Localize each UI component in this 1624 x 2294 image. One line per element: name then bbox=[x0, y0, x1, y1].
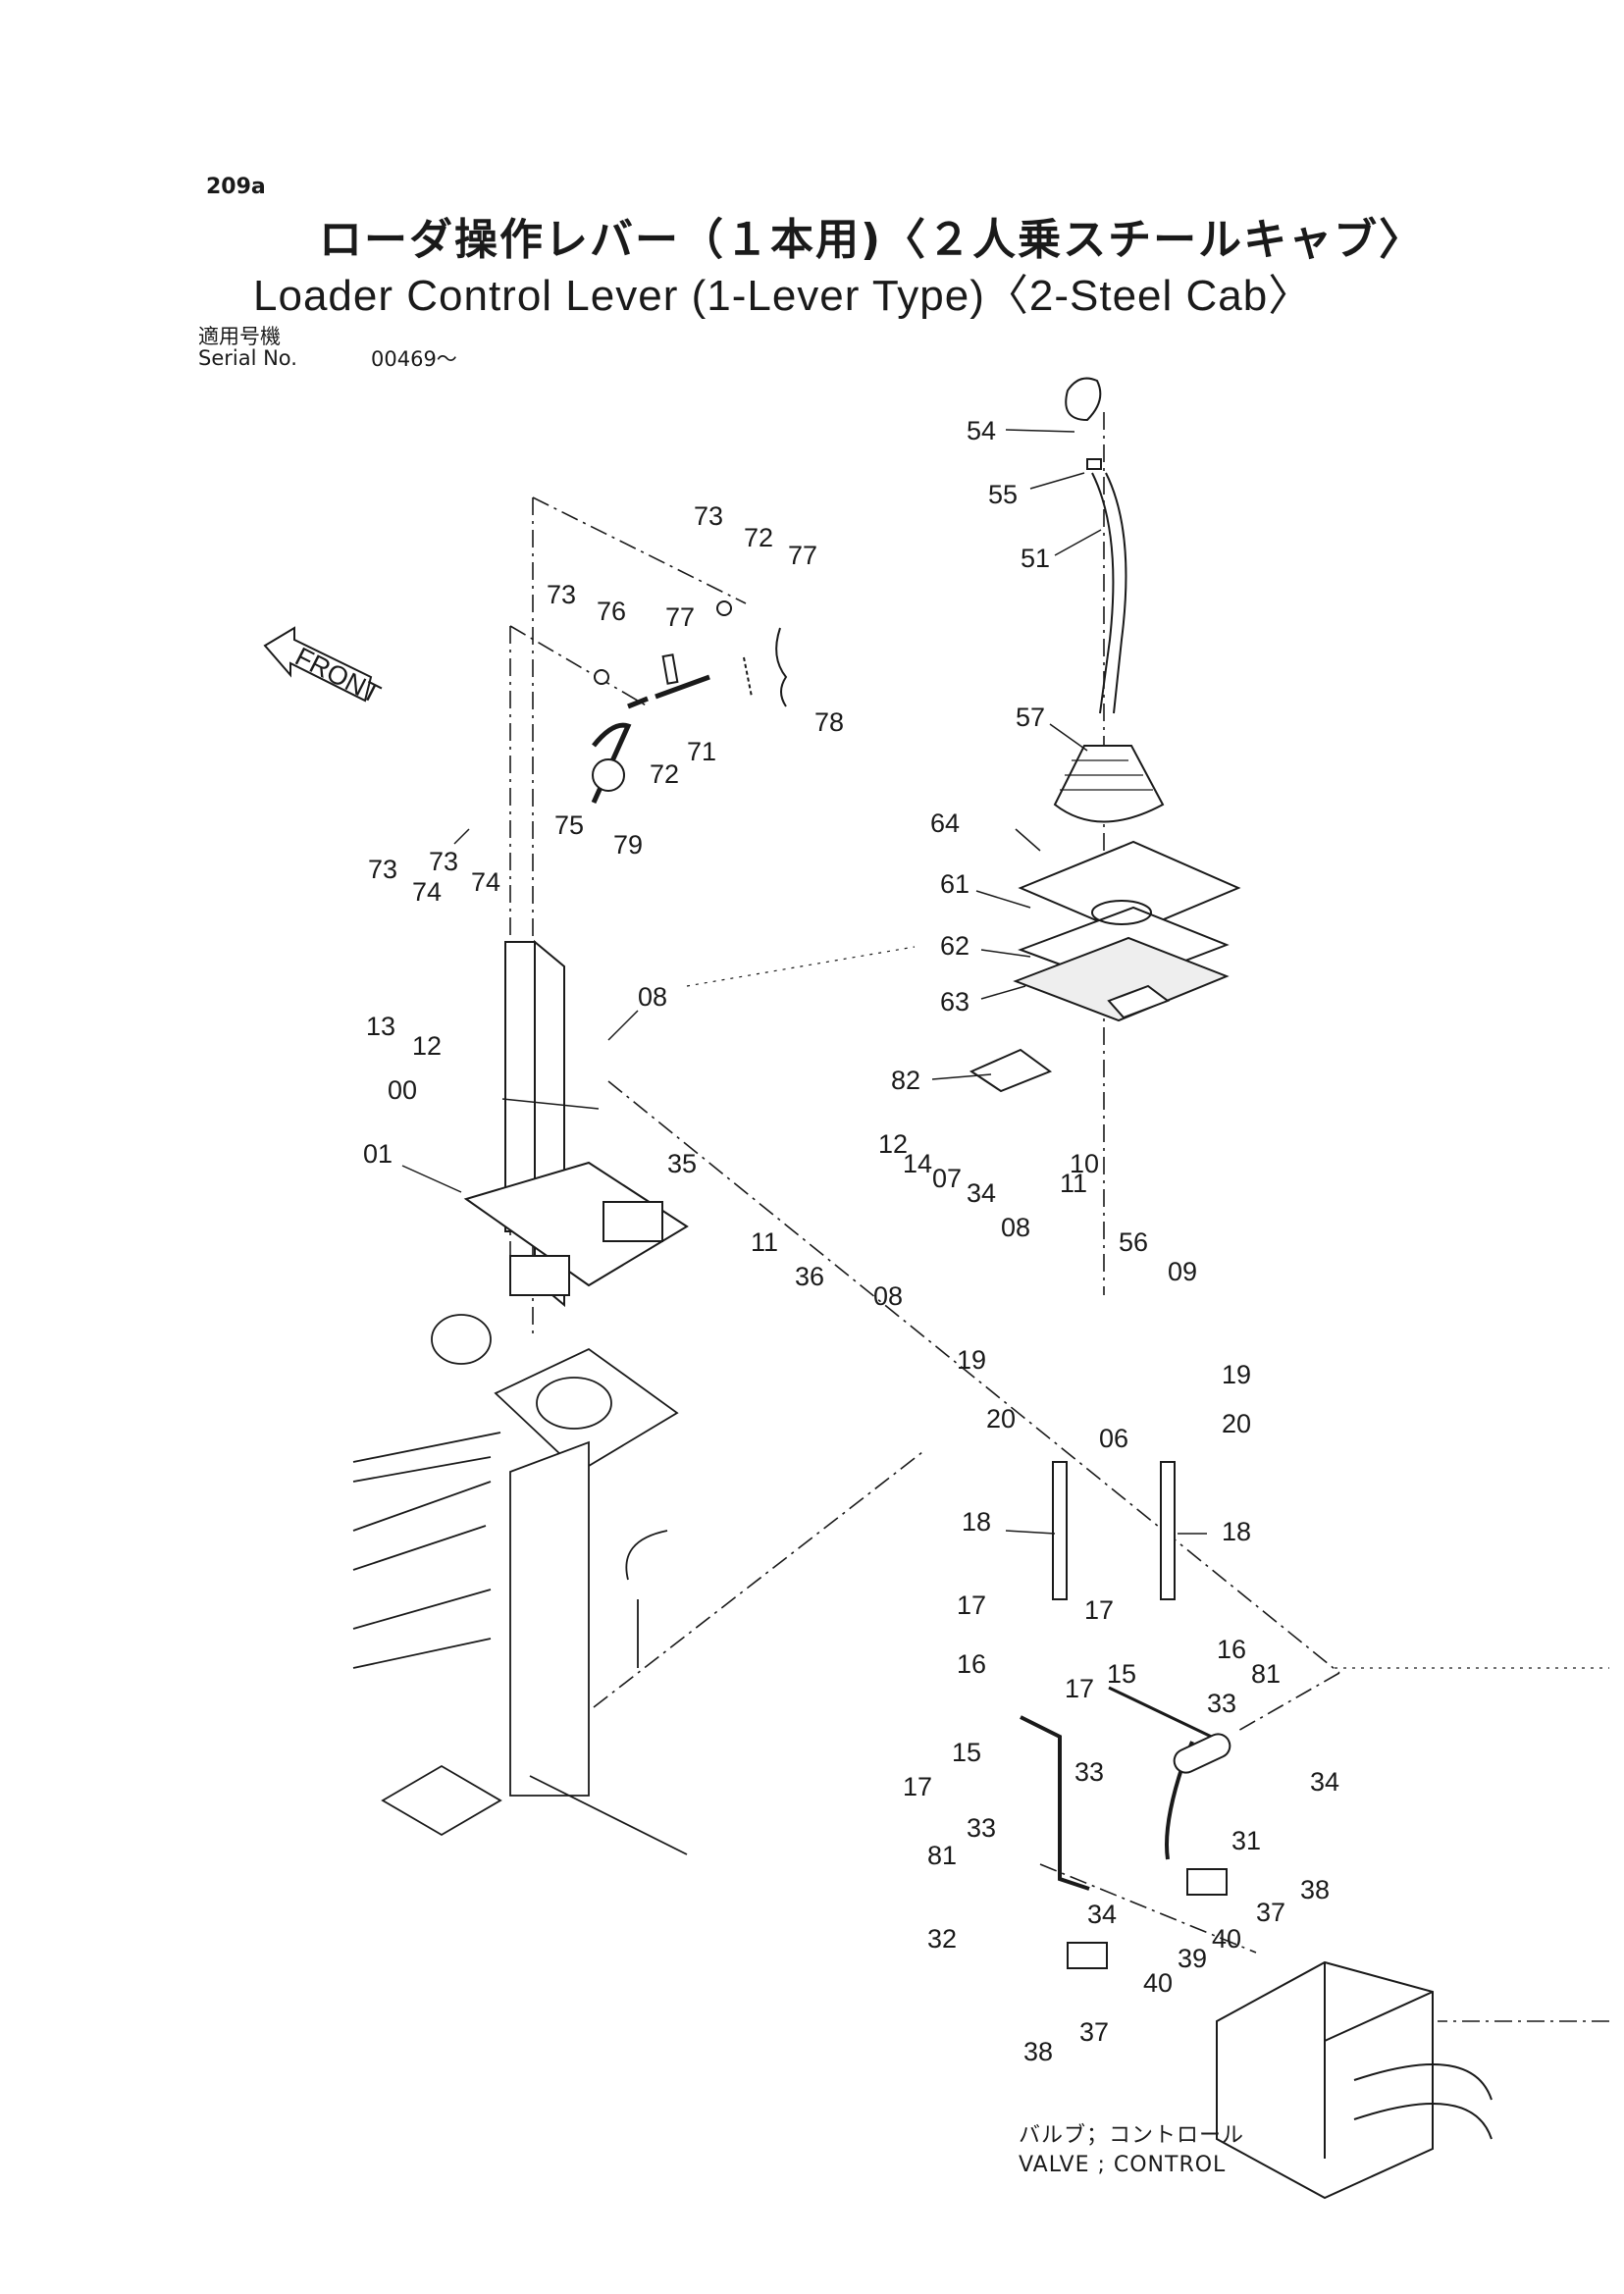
callout-61: 61 bbox=[940, 869, 969, 899]
callout-37: 37 bbox=[1256, 1898, 1285, 1927]
callout-73: 73 bbox=[694, 501, 723, 531]
callout-73b: 73 bbox=[547, 580, 576, 609]
callout-79: 79 bbox=[613, 830, 643, 860]
callout-77b: 77 bbox=[665, 602, 695, 632]
callout-09: 09 bbox=[1168, 1257, 1197, 1286]
callout-07: 07 bbox=[932, 1164, 962, 1193]
callout-06: 06 bbox=[1099, 1424, 1128, 1453]
callout-36: 36 bbox=[795, 1262, 824, 1291]
callout-00: 00 bbox=[388, 1075, 417, 1105]
callout-39: 39 bbox=[1178, 1944, 1207, 1973]
page-number: 209a bbox=[206, 175, 266, 199]
callout-75: 75 bbox=[554, 810, 584, 840]
callout-01: 01 bbox=[363, 1139, 393, 1169]
callout-20b: 20 bbox=[1222, 1409, 1251, 1438]
callout-11b: 11 bbox=[1060, 1169, 1087, 1198]
callout-82: 82 bbox=[891, 1066, 920, 1095]
callout-35: 35 bbox=[667, 1149, 697, 1178]
callout-18: 18 bbox=[962, 1507, 991, 1537]
callout-34b: 34 bbox=[1310, 1767, 1339, 1797]
title-japanese: ローダ操作レバー（１本用)〈２人乗スチールキャブ〉 bbox=[319, 215, 1425, 265]
callout-34c: 34 bbox=[1087, 1900, 1117, 1929]
callout-38b: 38 bbox=[1023, 2037, 1053, 2066]
callout-34: 34 bbox=[967, 1178, 996, 1208]
callout-20: 20 bbox=[986, 1404, 1016, 1434]
callout-51: 51 bbox=[1021, 544, 1050, 573]
callout-78: 78 bbox=[814, 707, 844, 737]
callout-15b: 15 bbox=[952, 1738, 981, 1767]
serial-label: 適用号機 Serial No. bbox=[198, 326, 297, 369]
control-valve bbox=[1216, 1960, 1493, 2200]
callout-33: 33 bbox=[1207, 1689, 1236, 1718]
callout-14: 14 bbox=[903, 1149, 932, 1178]
callout-73d: 73 bbox=[429, 847, 458, 876]
valve-label-jp: バルブ；コントロール bbox=[1019, 2123, 1245, 2148]
callout-17d: 17 bbox=[903, 1772, 932, 1801]
valve-label: バルブ；コントロール VALVE ; CONTROL bbox=[1019, 2121, 1244, 2180]
callout-81: 81 bbox=[1251, 1659, 1281, 1689]
callout-72: 72 bbox=[744, 523, 773, 552]
callout-33c: 33 bbox=[967, 1813, 996, 1843]
callout-17b: 17 bbox=[1084, 1595, 1114, 1625]
callout-72b: 72 bbox=[650, 759, 679, 789]
callout-19: 19 bbox=[957, 1345, 986, 1375]
serial-label-jp: 適用号機 bbox=[198, 325, 281, 348]
callout-74b: 74 bbox=[471, 867, 500, 897]
serial-label-en: Serial No. bbox=[198, 346, 297, 370]
title-english: Loader Control Lever (1-Lever Type)〈2-St… bbox=[253, 272, 1313, 320]
callout-16: 16 bbox=[957, 1649, 986, 1679]
callout-16b: 16 bbox=[1217, 1635, 1246, 1664]
callout-15: 15 bbox=[1107, 1659, 1136, 1689]
callout-10: 10 bbox=[1070, 1149, 1099, 1178]
callout-54: 54 bbox=[967, 416, 996, 445]
callout-31: 31 bbox=[1231, 1826, 1261, 1855]
callout-19b: 19 bbox=[1222, 1360, 1251, 1389]
callout-18b: 18 bbox=[1222, 1517, 1251, 1546]
serial-value: 00469～ bbox=[371, 347, 457, 371]
callout-12b: 12 bbox=[878, 1129, 908, 1159]
callout-17: 17 bbox=[957, 1590, 986, 1620]
callout-57: 57 bbox=[1016, 703, 1045, 732]
callout-55: 55 bbox=[988, 480, 1018, 509]
callout-38: 38 bbox=[1300, 1875, 1330, 1904]
callout-56: 56 bbox=[1119, 1227, 1148, 1257]
lever-stand bbox=[463, 939, 689, 1308]
callout-63: 63 bbox=[940, 987, 969, 1017]
callout-12: 12 bbox=[412, 1031, 442, 1061]
callout-37b: 37 bbox=[1079, 2017, 1109, 2047]
callout-11: 11 bbox=[751, 1227, 778, 1257]
callout-08b: 08 bbox=[1001, 1213, 1030, 1242]
callout-08: 08 bbox=[638, 982, 667, 1012]
lower-linkage bbox=[1020, 984, 1231, 1969]
callout-32: 32 bbox=[927, 1924, 957, 1954]
cab-frame bbox=[352, 1314, 688, 1855]
callout-64: 64 bbox=[930, 808, 960, 838]
front-arrow-icon: FRONT bbox=[263, 626, 385, 709]
callout-74: 74 bbox=[412, 877, 442, 907]
callout-76: 76 bbox=[597, 597, 626, 626]
callout-62: 62 bbox=[940, 931, 969, 961]
callout-17c: 17 bbox=[1065, 1674, 1094, 1703]
callout-40b: 40 bbox=[1143, 1968, 1173, 1998]
front-label: FRONT bbox=[290, 642, 385, 709]
control-lever bbox=[969, 377, 1241, 1093]
upper-linkage bbox=[591, 600, 788, 805]
callout-08c: 08 bbox=[873, 1281, 903, 1311]
callout-71: 71 bbox=[687, 737, 716, 766]
callout-13: 13 bbox=[366, 1012, 395, 1041]
callout-77: 77 bbox=[788, 541, 817, 570]
callout-33b: 33 bbox=[1074, 1757, 1104, 1787]
callout-73c: 73 bbox=[368, 855, 397, 884]
callout-40: 40 bbox=[1212, 1924, 1241, 1954]
callout-81b: 81 bbox=[927, 1841, 957, 1870]
valve-label-en: VALVE ; CONTROL bbox=[1019, 2153, 1227, 2177]
